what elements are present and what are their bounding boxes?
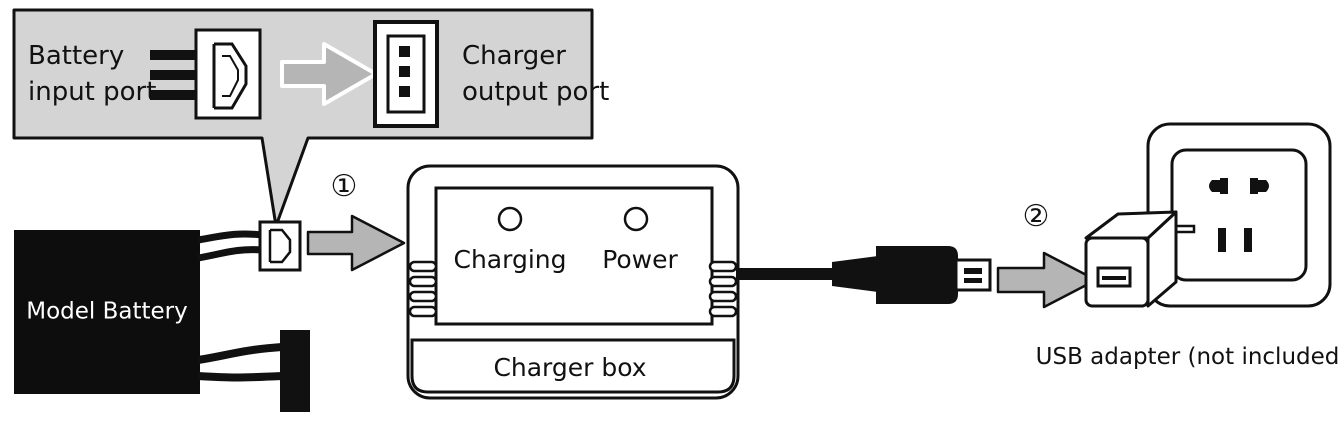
step-2-marker: ②	[1023, 199, 1050, 234]
step-2-arrow	[996, 251, 1098, 309]
charging-led-icon	[497, 206, 523, 232]
power-label: Power	[602, 245, 678, 274]
charger-port-label-line1: Charger	[462, 41, 566, 71]
charger-port-label-line2: output port	[462, 77, 609, 107]
power-led-icon	[623, 206, 649, 232]
usb-adapter-icon	[1084, 210, 1196, 308]
battery-port-label-line2: input port	[28, 77, 156, 107]
usb-adapter-label: USB adapter (not included)	[1036, 344, 1339, 370]
usb-cable	[736, 246, 992, 304]
battery-port-label-line1: Battery	[28, 41, 124, 71]
step-1-arrow	[306, 214, 406, 272]
battery-main-connector	[280, 330, 310, 412]
charger-box-label: Charger box	[493, 353, 646, 382]
battery-input-port-icon	[258, 220, 302, 272]
charger-output-socket-icon	[373, 20, 439, 128]
connector-callout: Battery input port Charger output port	[12, 8, 609, 228]
wall-socket-icon	[1146, 122, 1332, 308]
charger-box: Charging Power Charger box	[406, 164, 740, 400]
battery-input-plug-icon	[150, 28, 262, 120]
charger-left-vents	[408, 260, 438, 318]
model-battery-label: Model Battery	[26, 299, 188, 325]
charging-label: Charging	[454, 245, 567, 274]
step-1-marker: ①	[331, 169, 358, 204]
charger-right-vents	[708, 260, 738, 318]
callout-arrow	[280, 42, 378, 106]
model-battery: Model Battery	[14, 230, 310, 412]
